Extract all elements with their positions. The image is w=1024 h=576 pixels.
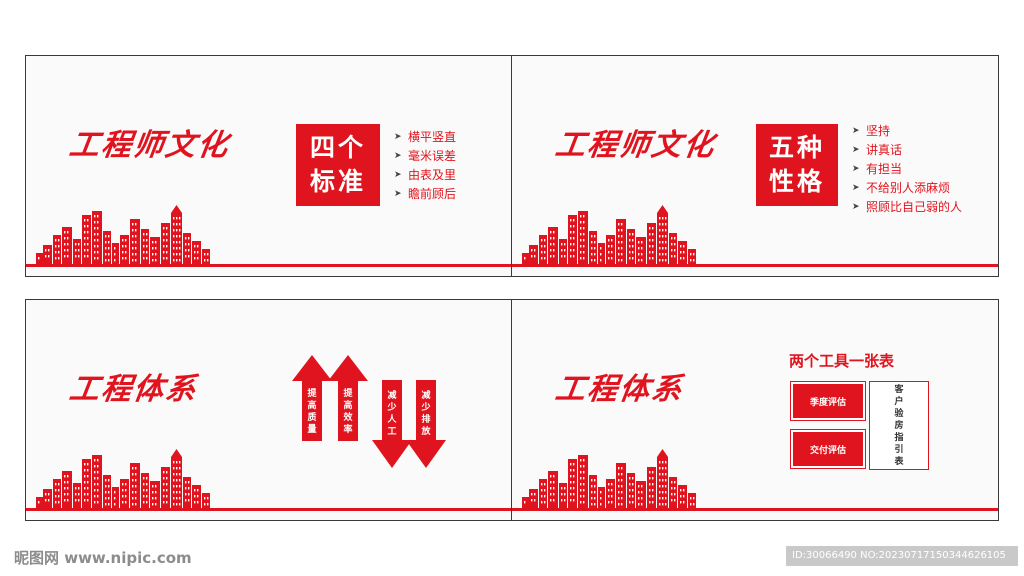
panel-title: 工程师文化 [67, 128, 232, 163]
delivery-assessment-box: 交付评估 [790, 429, 866, 469]
box-line-1: 四个 [309, 133, 366, 162]
chevron-right-icon: ➤ [852, 164, 860, 174]
traits-list: ➤坚持 ➤讲真话 ➤有担当 ➤不给别人添麻烦 ➤照顾比自己弱的人 [852, 122, 962, 217]
panel-engineering-system-arrows: 工程体系 提高质量 提高效率 减少人工 减少排放 [25, 299, 513, 521]
arrow-down-icon [406, 380, 446, 468]
panel-engineer-culture-five-traits: 工程师文化 五种 性格 ➤坚持 ➤讲真话 ➤有担当 ➤不给别人添麻烦 ➤照顾比自… [511, 55, 999, 277]
city-skyline-icon [36, 205, 210, 265]
standards-list: ➤横平竖直 ➤毫米误差 ➤由表及里 ➤瞻前顾后 [394, 128, 456, 204]
arrow-up-icon [292, 355, 332, 441]
list-item: ➤瞻前顾后 [394, 185, 456, 204]
five-traits-box: 五种 性格 [756, 124, 838, 206]
list-item: ➤毫米误差 [394, 147, 456, 166]
list-item: ➤讲真话 [852, 141, 962, 160]
inspection-guide-box: 客户验房指引表 [869, 381, 929, 470]
box-line-1: 五种 [768, 133, 825, 162]
box-line-2: 性格 [768, 167, 825, 196]
chevron-right-icon: ➤ [394, 170, 402, 180]
arrow-down-icon [372, 380, 412, 468]
arrow-label-reduce-labor: 减少人工 [387, 391, 397, 437]
red-baseline [26, 508, 512, 511]
four-standards-box: 四个 标准 [296, 124, 380, 206]
chevron-right-icon: ➤ [852, 145, 860, 155]
panel-title: 工程体系 [67, 372, 200, 407]
chevron-right-icon: ➤ [394, 151, 402, 161]
list-item: ➤横平竖直 [394, 128, 456, 147]
list-item: ➤照顾比自己弱的人 [852, 198, 962, 217]
arrow-label-improve-efficiency: 提高效率 [343, 389, 353, 435]
list-item: ➤不给别人添麻烦 [852, 179, 962, 198]
chevron-right-icon: ➤ [852, 183, 860, 193]
list-item: ➤坚持 [852, 122, 962, 141]
chevron-right-icon: ➤ [852, 202, 860, 212]
watermark-id: ID:30066490 NO:20230717150344626105 [786, 546, 1018, 566]
city-skyline-icon [36, 449, 210, 509]
city-skyline-icon [522, 205, 696, 265]
panel-title: 工程师文化 [553, 128, 718, 163]
inspection-guide-label: 客户验房指引表 [894, 384, 904, 467]
quarterly-assessment-box: 季度评估 [790, 381, 866, 421]
watermark-logo: 昵图网 www.nipic.com [14, 549, 192, 567]
chevron-right-icon: ➤ [852, 126, 860, 136]
list-item: ➤由表及里 [394, 166, 456, 185]
arrow-label-reduce-emission: 减少排放 [421, 391, 431, 437]
panel-title: 工程体系 [553, 372, 686, 407]
tools-heading: 两个工具一张表 [789, 352, 895, 370]
red-baseline [512, 264, 998, 267]
red-baseline [26, 264, 512, 267]
red-baseline [512, 508, 998, 511]
arrow-up-icon [328, 355, 368, 441]
list-item: ➤有担当 [852, 160, 962, 179]
box-line-2: 标准 [309, 167, 366, 196]
chevron-right-icon: ➤ [394, 189, 402, 199]
panel-engineering-system-tools: 工程体系 两个工具一张表 季度评估 交付评估 客户验房指引表 [511, 299, 999, 521]
arrow-label-improve-quality: 提高质量 [307, 389, 317, 435]
panel-engineer-culture-four-standards: 工程师文化 四个 标准 ➤横平竖直 ➤毫米误差 ➤由表及里 ➤瞻前顾后 [25, 55, 513, 277]
chevron-right-icon: ➤ [394, 132, 402, 142]
city-skyline-icon [522, 449, 696, 509]
